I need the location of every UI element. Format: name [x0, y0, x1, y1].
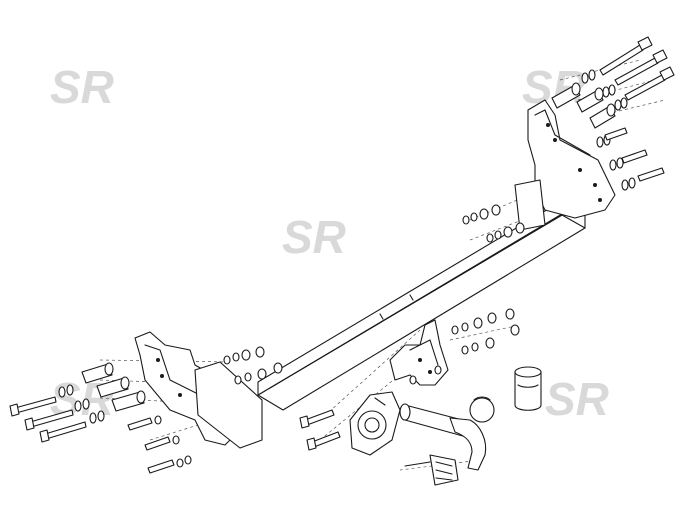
- tow-ball-neck: [399, 396, 495, 471]
- bolts-upper-right: [599, 36, 675, 101]
- socket-icon: [357, 410, 387, 440]
- right-side-bracket: [514, 99, 616, 231]
- centre-mounting-plate: [389, 319, 449, 386]
- spacer-tubes-left: [81, 362, 146, 412]
- bolts-bottom-centre: [299, 409, 341, 451]
- tow-ball: [469, 397, 495, 423]
- washers-nuts-centre-right: [462, 204, 525, 243]
- left-side-bracket: [134, 331, 263, 449]
- bolts-left: [9, 396, 87, 443]
- watermark-top-left: SR: [50, 61, 114, 113]
- watermark-center: SR: [282, 211, 346, 263]
- ball-cover-cap: [514, 366, 542, 411]
- washers-nuts-right: [581, 69, 665, 191]
- washers-left: [58, 384, 192, 474]
- spacer-tubes-right: [551, 82, 616, 129]
- washers-nuts-centre: [409, 308, 520, 385]
- washers-nuts-left-centre: [223, 346, 283, 385]
- watermark-bottom-right: SR: [545, 373, 609, 425]
- wiring-connector: [404, 454, 459, 486]
- socket-plate: [349, 391, 401, 456]
